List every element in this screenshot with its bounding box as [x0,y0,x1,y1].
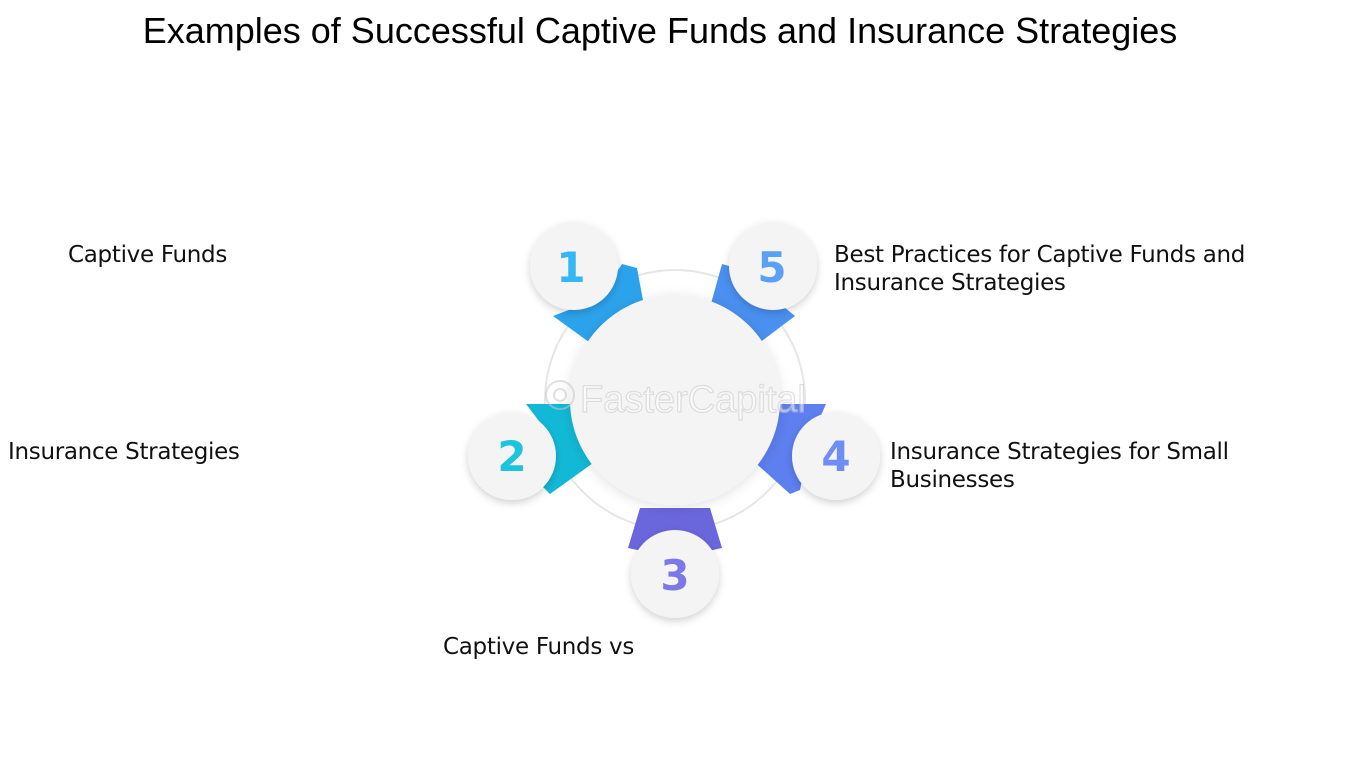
label-best-practices: Best Practices for Captive Funds and Ins… [834,242,1246,296]
page-title: Examples of Successful Captive Funds and… [142,10,1178,51]
step-number-4: 4 [821,432,850,481]
step-number-3: 3 [660,551,689,600]
step-number-2: 2 [497,432,526,481]
watermark: FasterCapital [545,378,807,422]
label-captive-funds-vs: Captive Funds vs [443,634,635,660]
step-number-5: 5 [757,243,786,292]
center-circle [570,295,780,505]
step-number-1: 1 [556,243,585,292]
step-2: 2 [468,412,556,500]
label-insurance-strategies: Insurance Strategies [8,439,240,465]
label-small-businesses: Insurance Strategies for Small Businesse… [890,439,1229,493]
step-1: 1 [530,222,618,310]
step-3: 3 [631,530,719,618]
step-4: 4 [792,412,880,500]
gear-icon [545,380,575,410]
step-5: 5 [729,222,817,310]
label-captive-funds: Captive Funds [68,242,228,268]
watermark-text: FasterCapital [580,379,806,421]
